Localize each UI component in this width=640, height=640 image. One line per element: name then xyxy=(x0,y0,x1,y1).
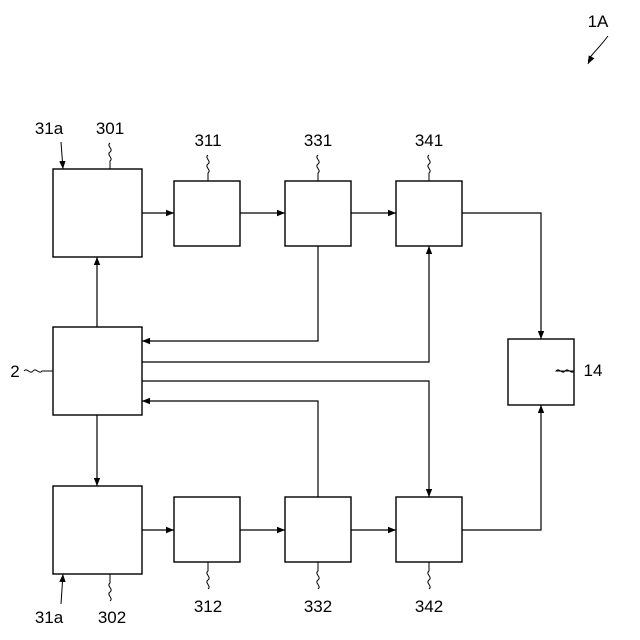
arrow-342-to-14 xyxy=(462,405,541,530)
label-342: 342 xyxy=(415,597,443,616)
figure-ref-leader xyxy=(588,36,608,64)
leader-331 xyxy=(317,155,319,181)
leader-switch-bottom xyxy=(61,574,63,604)
label-312: 312 xyxy=(194,597,222,616)
block-341 xyxy=(396,181,462,246)
label-331: 331 xyxy=(304,131,332,150)
label-14: 14 xyxy=(584,361,603,380)
block-342 xyxy=(396,497,462,562)
leader-2 xyxy=(24,370,53,372)
label-switch-top: 31a xyxy=(35,119,64,138)
arrow-332-to-2 xyxy=(142,401,318,497)
block-331 xyxy=(285,181,351,246)
block-2 xyxy=(53,327,142,415)
block-312 xyxy=(174,497,240,562)
leader-341 xyxy=(428,155,430,181)
arrow-2-to-341 xyxy=(142,246,429,362)
label-332: 332 xyxy=(304,597,332,616)
block-311 xyxy=(174,181,240,246)
label-311: 311 xyxy=(194,131,221,150)
leader-311 xyxy=(207,155,209,181)
block-332 xyxy=(285,497,351,562)
leader-switch-top xyxy=(61,142,63,169)
label-switch-bottom: 31a xyxy=(35,608,64,627)
block-302 xyxy=(53,486,142,574)
arrow-331-to-2 xyxy=(142,246,318,341)
label-301: 301 xyxy=(96,119,124,138)
leader-301 xyxy=(109,143,111,169)
block-301 xyxy=(53,169,142,257)
label-302: 302 xyxy=(98,608,126,627)
figure-ref-label: 1A xyxy=(588,12,609,31)
leader-302 xyxy=(109,574,111,601)
leader-342 xyxy=(428,562,430,589)
arrow-341-to-14 xyxy=(462,213,541,339)
leader-312 xyxy=(207,562,209,589)
label-2: 2 xyxy=(10,362,19,381)
label-341: 341 xyxy=(415,131,443,150)
leader-332 xyxy=(317,562,319,589)
arrow-2-to-342 xyxy=(142,381,429,497)
